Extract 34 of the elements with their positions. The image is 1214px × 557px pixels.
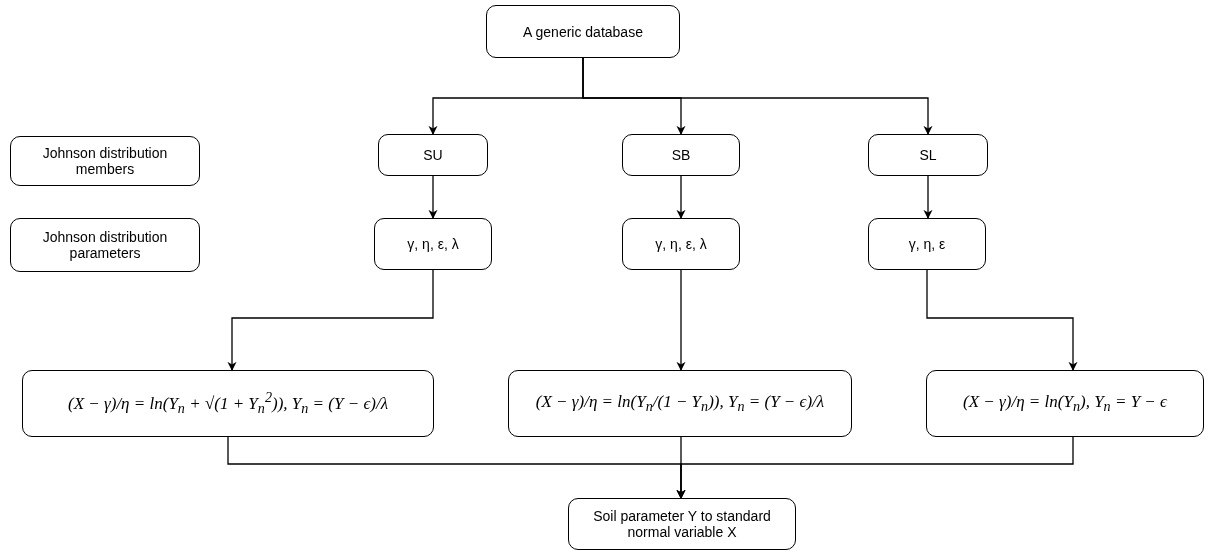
formula-box — [22, 370, 434, 437]
arrow — [923, 175, 933, 219]
formula-text: (X − γ)/η = ln(Y$_{n}$/(1 − Y$_{n}$)), Y$_{n}$ = (Y − ϵ)/λ — [535, 391, 825, 416]
node-label: Soil parameter Y to standard normal variable X — [592, 508, 772, 540]
node-label: SL — [919, 147, 937, 163]
start-box — [486, 5, 680, 58]
arrow — [676, 269, 686, 371]
arrow — [676, 175, 686, 219]
formula-text: (X − γ)/η = ln(Y$_{n}$), Y$_{n}$ = Y − ϵ — [963, 391, 1167, 416]
process-box — [378, 134, 488, 176]
arrow — [227, 269, 434, 371]
arrow — [926, 269, 1078, 371]
formula-box — [508, 370, 852, 437]
process-box — [868, 134, 988, 176]
arrow — [676, 436, 1074, 499]
node-label: γ, η, ε, λ — [655, 236, 707, 252]
arrow — [582, 57, 933, 135]
process-box — [622, 218, 740, 270]
node-label: A generic database — [523, 23, 643, 40]
process-box — [868, 218, 986, 270]
node-label: Johnson distribution parameters — [41, 229, 169, 261]
label-box — [10, 136, 200, 186]
node-label: γ, η, ε, λ — [407, 236, 459, 252]
node-label: Johnson distribution members — [41, 145, 169, 177]
formula-text: (X − γ)/η = ln(Y$_{n}$ + √(1 + Y$_{n}$$^{2}$)), Y$_{n}$ = (Y − ϵ)/λ — [68, 389, 388, 418]
node-label: SU — [423, 147, 443, 163]
formula-box — [926, 370, 1204, 437]
node-label: SB — [671, 147, 691, 163]
end-box — [568, 498, 796, 550]
process-box — [374, 218, 492, 270]
label-box — [10, 218, 200, 272]
node-label: γ, η, ε — [908, 236, 946, 252]
process-box — [622, 134, 740, 176]
arrow — [428, 175, 438, 219]
